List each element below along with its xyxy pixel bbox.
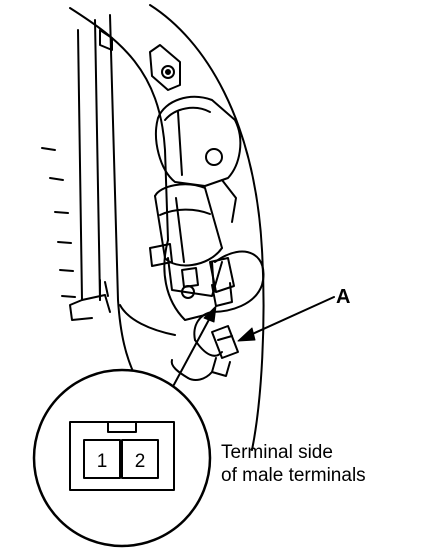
mounting-bracket <box>149 44 181 91</box>
motor-base <box>149 243 223 299</box>
motor-housing <box>154 95 242 223</box>
callout-a-label: A <box>336 286 351 308</box>
connector-face-enlarged <box>69 421 175 491</box>
callout-leader <box>237 296 335 342</box>
motor-cylinder <box>154 183 223 267</box>
motor-connector <box>209 257 235 307</box>
harness-connector-a <box>170 325 239 381</box>
body-panel <box>69 4 265 451</box>
caption-line-2: of male terminals <box>221 465 366 486</box>
caption-line-1: Terminal side <box>221 442 333 463</box>
pin-2-label: 2 <box>135 451 146 472</box>
edge-hatching <box>41 147 76 298</box>
magnify-pointer <box>169 305 217 393</box>
pin-1-label: 1 <box>97 451 108 472</box>
